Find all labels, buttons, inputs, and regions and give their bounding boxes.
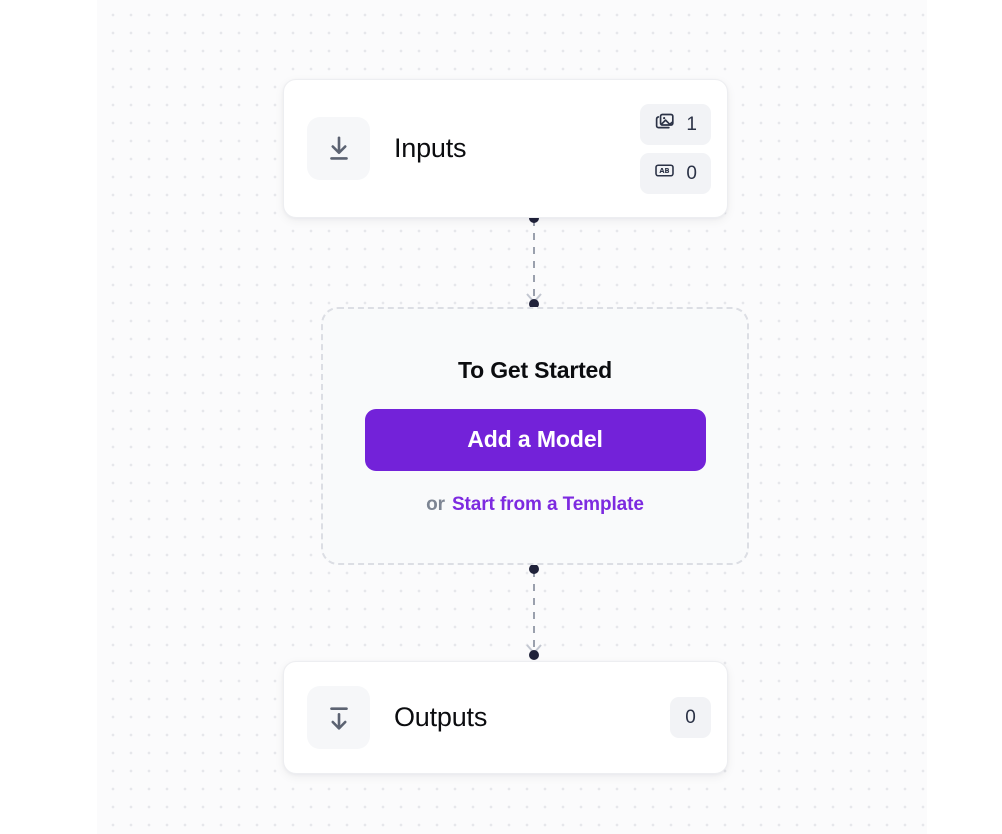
badge-outputs-count[interactable]: 0 xyxy=(670,697,711,738)
start-from-a-template-link[interactable]: Start from a Template xyxy=(451,493,644,515)
start-from-template-line: or Start from a Template xyxy=(426,494,644,516)
or-label: or xyxy=(426,493,445,515)
ab-text-box-icon: AB xyxy=(654,160,675,186)
badge-images-count-value: 1 xyxy=(686,113,697,135)
svg-text:AB: AB xyxy=(660,167,670,175)
badge-images-count[interactable]: 1 xyxy=(640,103,711,145)
node-outputs[interactable]: Outputs 0 xyxy=(283,661,728,774)
node-inputs-title: Inputs xyxy=(394,133,467,163)
badge-text-count-value: 0 xyxy=(686,162,697,184)
download-arrow-icon xyxy=(307,117,370,180)
node-outputs-badges: 0 xyxy=(670,697,711,738)
badge-outputs-count-value: 0 xyxy=(685,707,696,728)
export-down-arrow-icon xyxy=(307,686,370,749)
get-started-card: To Get Started Add a Model or Start from… xyxy=(321,307,749,565)
node-outputs-title: Outputs xyxy=(394,702,488,732)
badge-text-count[interactable]: AB 0 xyxy=(640,152,711,194)
images-stack-icon xyxy=(654,111,675,137)
add-a-model-button[interactable]: Add a Model xyxy=(364,408,706,471)
get-started-title: To Get Started xyxy=(458,356,612,383)
node-inputs[interactable]: Inputs 1 xyxy=(283,79,728,218)
node-inputs-badges: 1 AB 0 xyxy=(640,103,711,194)
